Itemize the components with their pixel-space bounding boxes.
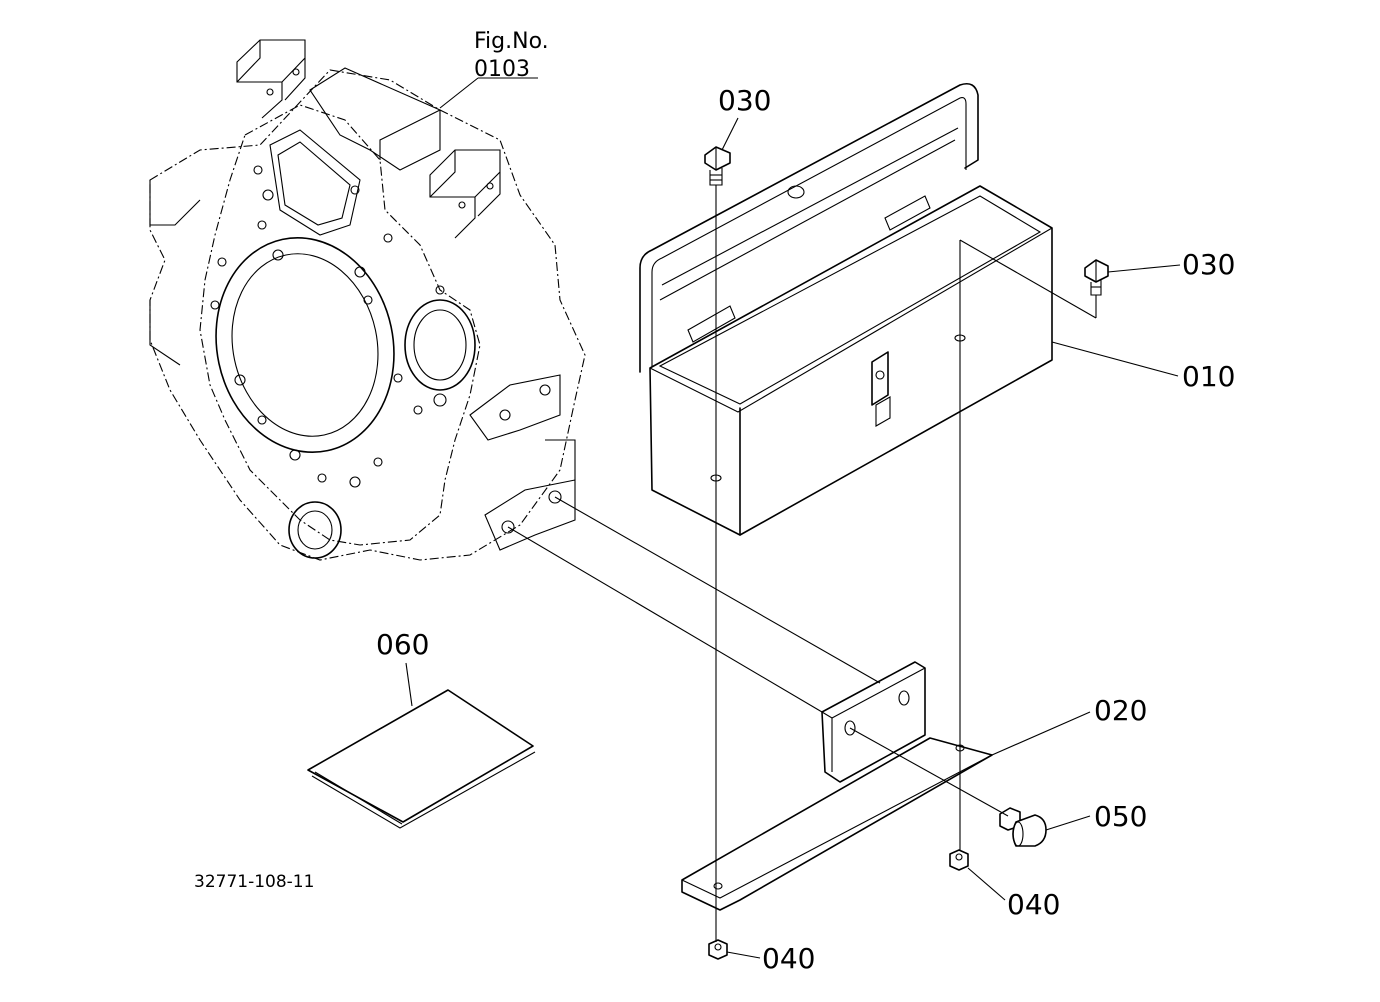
pin-050 (999, 807, 1047, 847)
bracket (681, 661, 993, 911)
tool-box (639, 82, 1053, 536)
leader-lines (405, 117, 1181, 959)
bolt-030-right (1084, 259, 1109, 296)
assembly-lines (507, 185, 1097, 942)
part-label-020: 020 (1094, 694, 1147, 727)
part-label-040-right: 040 (1007, 888, 1060, 921)
part-label-030-top: 030 (718, 84, 771, 117)
doc-number: 32771-108-11 (194, 872, 314, 892)
nut-040-bottom (708, 939, 728, 960)
manual (307, 689, 536, 829)
part-label-060: 060 (376, 628, 429, 661)
fig-caption: Fig.No. (474, 29, 549, 54)
fig-number: 0103 (474, 57, 530, 82)
bolt-030-left (704, 146, 731, 186)
nut-040-right (949, 849, 969, 871)
flywheel-housing (149, 39, 586, 561)
part-label-040-bottom: 040 (762, 942, 815, 975)
part-label-050: 050 (1094, 800, 1147, 833)
part-label-010: 010 (1182, 360, 1235, 393)
part-label-030-right: 030 (1182, 248, 1235, 281)
